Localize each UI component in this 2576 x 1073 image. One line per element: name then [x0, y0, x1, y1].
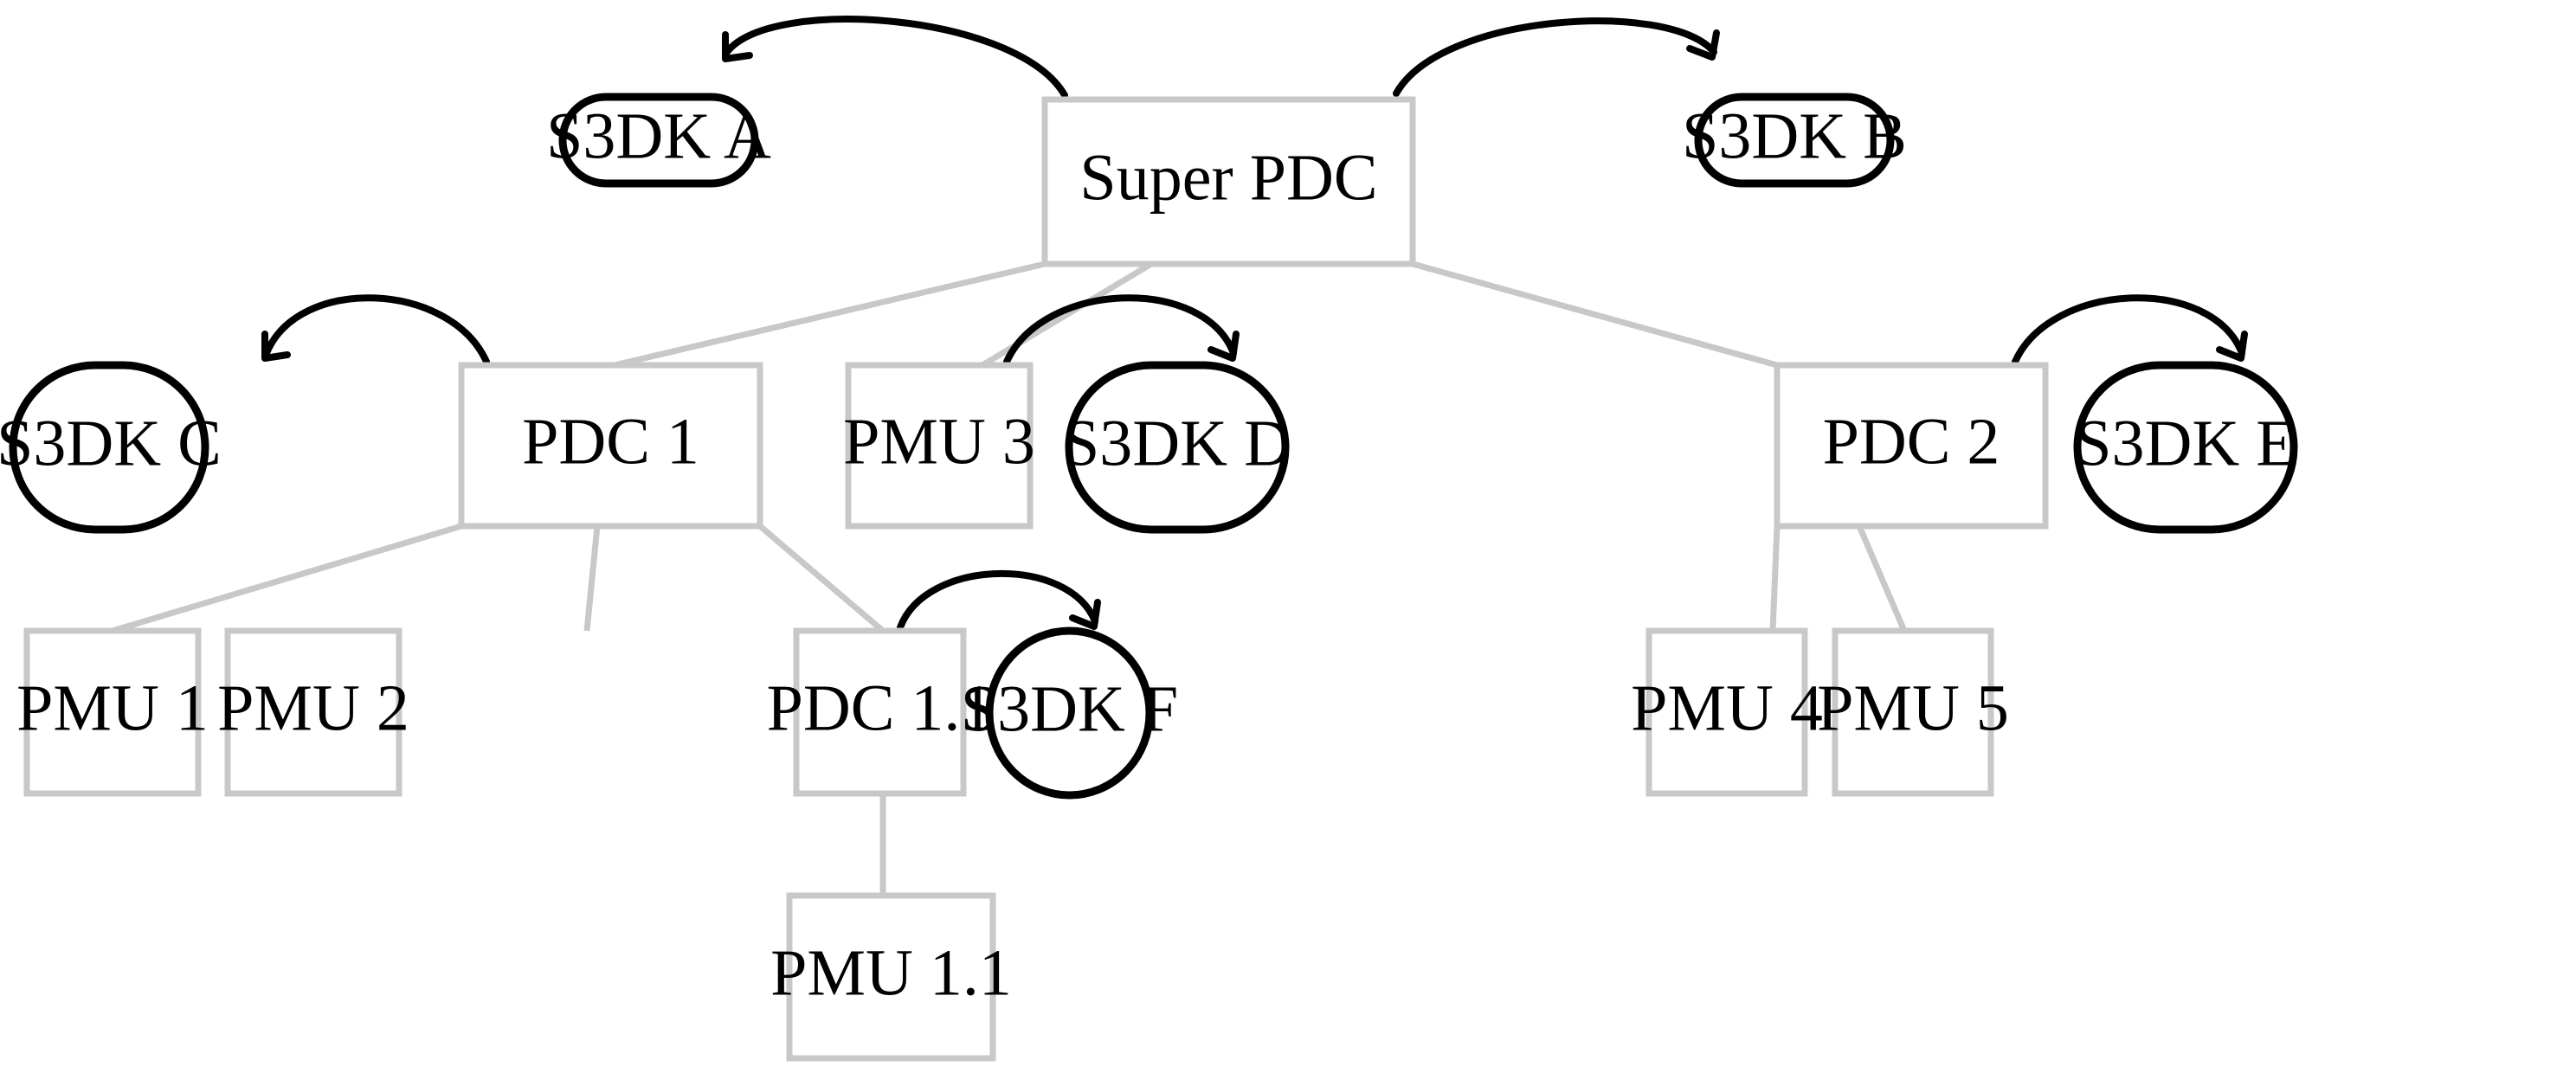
node-shape-s3dk_c[interactable] — [9, 361, 209, 534]
node-pdc_1[interactable]: PDC 1 — [458, 362, 763, 530]
arrowhead-icon-s3dk_b — [1686, 29, 1720, 61]
node-shape-super_pdc[interactable] — [1041, 96, 1416, 267]
node-label-s3dk_d: S3DK D — [1063, 407, 1291, 479]
node-s3dk_c[interactable]: S3DK C — [0, 361, 222, 534]
node-group: S3DK A Super PDC S3DK B S3DK C PDC 1 PMU 3 S3D… — [0, 93, 2298, 1062]
node-label-pmu_3: PMU 3 — [843, 405, 1035, 478]
node-label-s3dk_e: S3DK E — [2075, 407, 2296, 479]
arrow-pdc_2-to-s3dk_e — [2012, 294, 2245, 365]
node-label-pmu_1_1: PMU 1.1 — [770, 936, 1012, 1009]
node-s3dk_e[interactable]: S3DK E — [2073, 361, 2298, 534]
arrowhead-icon-s3dk_c — [261, 331, 291, 362]
node-label-pmu_5: PMU 5 — [1817, 671, 2009, 744]
node-label-pdc_2: PDC 2 — [1823, 405, 2000, 478]
arrow-pdc_1_1-to-s3dk_f — [897, 569, 1098, 631]
edge-super_pdc-to-pdc_1 — [614, 260, 1046, 369]
node-shape-pmu_1_1[interactable] — [786, 892, 996, 1062]
arrowhead-icon-s3dk_a — [722, 31, 753, 62]
node-shape-pmu_2[interactable] — [224, 627, 402, 797]
node-shape-pdc_1[interactable] — [458, 362, 763, 530]
edge-pdc_1-to-pdc_1_1 — [757, 524, 886, 633]
node-pmu_3[interactable]: PMU 3 — [843, 362, 1035, 530]
arrow-super_pdc-to-s3dk_a — [724, 16, 1068, 99]
node-shape-pmu_4[interactable] — [1645, 627, 1808, 797]
node-pmu_5[interactable]: PMU 5 — [1817, 627, 2009, 797]
node-label-pmu_4: PMU 4 — [1631, 671, 1823, 744]
node-s3dk_b[interactable]: S3DK B — [1682, 93, 1907, 188]
edge-pdc_1-to-pmu_2 — [583, 525, 601, 632]
node-shape-pmu_5[interactable] — [1832, 627, 1994, 797]
node-label-pdc_1_1: PDC 1.1 — [767, 671, 994, 744]
node-shape-s3dk_d[interactable] — [1065, 361, 1290, 534]
node-pmu_1[interactable]: PMU 1 — [16, 627, 209, 797]
node-label-s3dk_f: S3DK F — [961, 672, 1178, 745]
node-pdc_1_1[interactable]: PDC 1.1 — [767, 627, 994, 797]
edge-super_pdc-to-pdc_2 — [1412, 260, 1778, 369]
node-shape-pdc_2[interactable] — [1774, 362, 2049, 530]
node-s3dk_f[interactable]: S3DK F — [961, 626, 1178, 800]
node-pmu_2[interactable]: PMU 2 — [217, 627, 409, 797]
node-label-s3dk_b: S3DK B — [1682, 100, 1907, 172]
node-pmu_4[interactable]: PMU 4 — [1631, 627, 1823, 797]
node-s3dk_d[interactable]: S3DK D — [1063, 361, 1291, 534]
arrowhead-icon-s3dk_d — [1208, 331, 1240, 362]
arrow-edge-group — [261, 16, 2248, 631]
node-label-s3dk_a: S3DK A — [546, 100, 771, 172]
arrowhead-icon-s3dk_e — [2216, 331, 2248, 362]
edge-super_pdc-to-pmu_3 — [981, 260, 1153, 369]
node-pmu_1_1[interactable]: PMU 1.1 — [770, 892, 1012, 1062]
arrowhead-icon-s3dk_f — [1069, 599, 1101, 630]
node-s3dk_a[interactable]: S3DK A — [546, 93, 771, 188]
tree-edge-group — [111, 260, 1908, 896]
node-pdc_2[interactable]: PDC 2 — [1774, 362, 2049, 530]
edge-pdc_1-to-pmu_1 — [111, 523, 463, 634]
arrow-super_pdc-to-s3dk_b — [1393, 17, 1717, 97]
node-shape-pmu_3[interactable] — [845, 362, 1034, 530]
node-shape-s3dk_b[interactable] — [1694, 93, 1895, 188]
node-shape-pdc_1_1[interactable] — [793, 627, 967, 797]
node-super_pdc[interactable]: Super PDC — [1041, 96, 1416, 267]
node-shape-s3dk_f[interactable] — [985, 626, 1154, 800]
node-shape-pmu_1[interactable] — [23, 627, 202, 797]
node-label-s3dk_c: S3DK C — [0, 407, 222, 479]
node-label-super_pdc: Super PDC — [1079, 141, 1377, 214]
node-label-pmu_1: PMU 1 — [16, 671, 209, 744]
edge-pdc_2-to-pmu_4 — [1769, 525, 1781, 632]
edge-pdc_2-to-pmu_5 — [1856, 524, 1908, 633]
arrow-pdc_1-to-s3dk_c — [263, 294, 490, 365]
node-label-pdc_1: PDC 1 — [522, 405, 699, 478]
node-shape-s3dk_a[interactable] — [558, 93, 759, 188]
node-label-pmu_2: PMU 2 — [217, 671, 409, 744]
arrow-pmu_3-to-s3dk_d — [1003, 294, 1237, 365]
node-shape-s3dk_e[interactable] — [2073, 361, 2298, 534]
